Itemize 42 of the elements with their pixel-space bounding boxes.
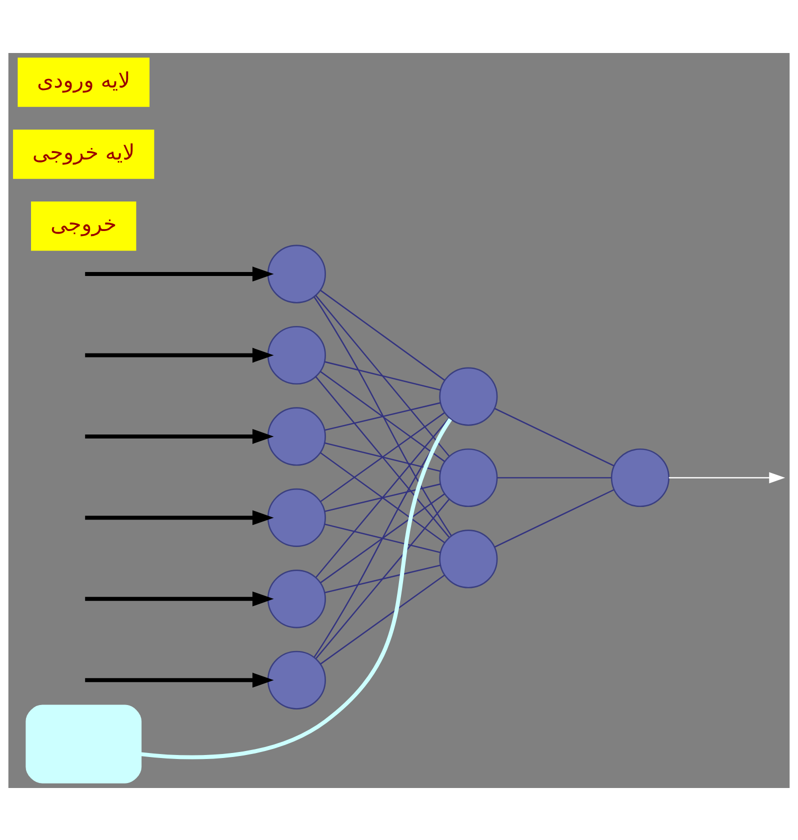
node-circle xyxy=(439,448,498,507)
connector xyxy=(497,476,612,478)
node-circle xyxy=(267,406,326,466)
node-callout xyxy=(26,704,142,783)
connector xyxy=(315,376,450,538)
node-circle xyxy=(439,366,498,426)
node-circle xyxy=(610,448,670,507)
connector xyxy=(324,442,441,472)
node-circle xyxy=(267,325,326,384)
arrow xyxy=(85,347,274,362)
connector xyxy=(324,402,441,430)
connector xyxy=(316,417,450,578)
arrow xyxy=(85,266,274,282)
node-box: خروجی xyxy=(31,200,136,250)
connector xyxy=(320,370,445,462)
node-circle xyxy=(439,529,498,588)
arrow xyxy=(85,510,274,525)
arrow xyxy=(85,428,274,444)
arrow xyxy=(85,590,274,606)
arrow xyxy=(85,672,274,688)
node-box: لایه ورودی xyxy=(18,57,150,106)
connector xyxy=(494,407,614,466)
connector xyxy=(320,574,445,664)
connector xyxy=(320,289,445,380)
connector xyxy=(141,418,452,759)
connector xyxy=(324,482,441,512)
arrow xyxy=(668,472,786,483)
connector xyxy=(324,564,441,593)
node-circle xyxy=(267,569,326,628)
node-circle xyxy=(267,488,326,546)
connector xyxy=(320,452,445,543)
node-circle xyxy=(267,244,326,303)
connector xyxy=(324,360,441,390)
connector xyxy=(324,523,441,553)
connector xyxy=(315,294,450,456)
connector xyxy=(314,296,452,536)
connector xyxy=(320,412,445,502)
connector xyxy=(316,498,450,658)
node-box: لایه خروجی xyxy=(13,129,154,178)
connector xyxy=(494,488,614,548)
connector xyxy=(320,492,445,583)
node-circle xyxy=(267,650,326,709)
